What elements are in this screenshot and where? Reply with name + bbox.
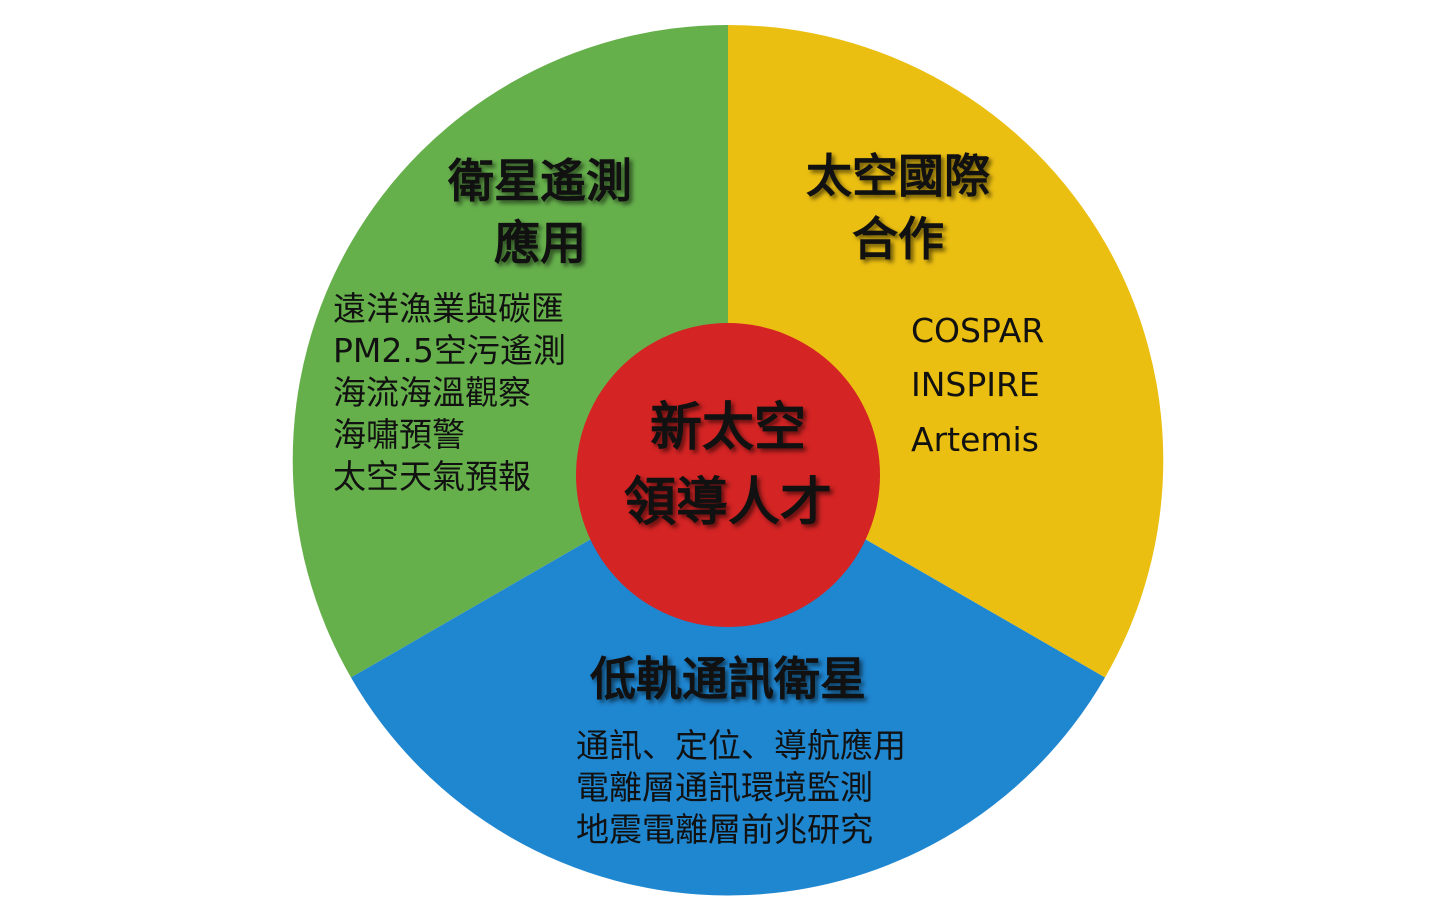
remote-sensing-item: 遠洋漁業與碳匯 (333, 289, 564, 328)
remote-sensing-item: 海流海溫觀察 (333, 373, 531, 412)
center-circle (576, 323, 880, 627)
leo-comm-items: 通訊、定位、導航應用 電離層通訊環境監測 地震電離層前兆研究 (576, 726, 906, 849)
international-title-line-1: 太空國際 (806, 149, 990, 203)
sector-leo-communication-satellite (351, 460, 1105, 896)
international-item: Artemis (911, 420, 1039, 459)
remote-sensing-title-line-2: 應用 (494, 216, 586, 270)
leo-comm-title: 低軌通訊衛星 (590, 652, 866, 706)
international-items: COSPAR INSPIRE Artemis (911, 311, 1044, 459)
leo-comm-item: 通訊、定位、導航應用 (576, 726, 906, 765)
leo-comm-item: 電離層通訊環境監測 (576, 768, 873, 807)
remote-sensing-title: 衛星遙測 應用 (447, 154, 632, 270)
international-title-line-2: 合作 (852, 212, 944, 266)
center-title: 新太空 領導人才 (624, 398, 832, 533)
remote-sensing-item: 太空天氣預報 (333, 457, 531, 496)
leo-comm-title-line-1: 低軌通訊衛星 (590, 652, 866, 706)
remote-sensing-item: 海嘯預警 (333, 415, 465, 454)
international-title: 太空國際 合作 (806, 149, 990, 266)
remote-sensing-title-line-1: 衛星遙測 (447, 154, 632, 208)
remote-sensing-item: PM2.5空污遙測 (333, 331, 566, 370)
remote-sensing-items: 遠洋漁業與碳匯 PM2.5空污遙測 海流海溫觀察 海嘯預警 太空天氣預報 (333, 289, 566, 496)
center-title-line-1: 新太空 (650, 398, 806, 458)
center-title-line-2: 領導人才 (624, 473, 832, 533)
international-item: INSPIRE (911, 365, 1040, 404)
international-item: COSPAR (911, 311, 1044, 350)
leo-comm-item: 地震電離層前兆研究 (576, 810, 873, 849)
